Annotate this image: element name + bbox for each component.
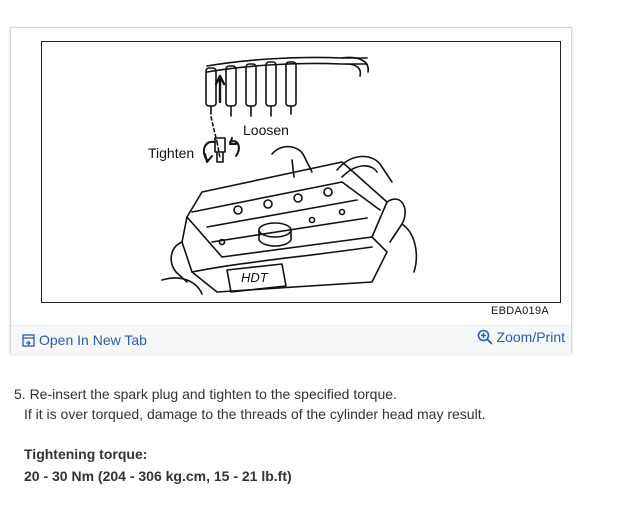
open-in-new-tab-link[interactable]: Open In New Tab — [22, 332, 147, 348]
engraved-text: HDT — [241, 270, 269, 285]
figure-illustration: HDT Loosen Tighten — [41, 41, 561, 303]
figure-toolbar: Open In New Tab Zoom/Print — [11, 325, 571, 354]
step-line-2: If it is over torqued, damage to the thr… — [24, 406, 486, 422]
step-instruction: 5. Re-insert the spark plug and tighten … — [14, 384, 485, 424]
zoom-in-icon — [477, 329, 493, 345]
figure-code: EBDA019A — [490, 305, 549, 317]
tighten-label: Tighten — [148, 145, 195, 161]
engine-drawing: HDT — [161, 56, 418, 295]
zoom-print-label: Zoom/Print — [496, 329, 565, 345]
open-new-tab-icon — [22, 333, 35, 347]
zoom-print-link[interactable]: Zoom/Print — [477, 329, 565, 345]
figure-card: HDT Loosen Tighten EBDA019A Open In New … — [10, 27, 572, 354]
loosen-label: Loosen — [243, 122, 289, 138]
open-in-new-tab-label: Open In New Tab — [39, 332, 147, 348]
step-line-1: 5. Re-insert the spark plug and tighten … — [14, 386, 397, 402]
torque-spec: Tightening torque: 20 - 30 Nm (204 - 306… — [24, 443, 292, 487]
torque-value: 20 - 30 Nm (204 - 306 kg.cm, 15 - 21 lb.… — [24, 468, 292, 484]
torque-heading: Tightening torque: — [24, 446, 148, 462]
